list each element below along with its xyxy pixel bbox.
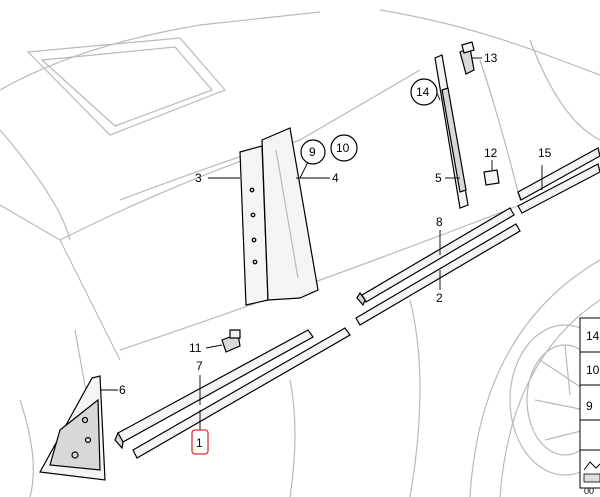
footer-fragment: 00 (584, 486, 594, 496)
car-body-outline (0, 9, 600, 497)
callout-6: 6 (119, 383, 126, 397)
part-12-pad (483, 169, 500, 186)
callouts: 3 4 9 10 14 13 12 15 5 8 2 11 7 6 1 (119, 51, 552, 455)
callout-5: 5 (435, 171, 442, 185)
callout-1: 1 (196, 436, 203, 450)
side-index-panel: 14 10 9 00 (579, 317, 600, 496)
leader-lines (100, 57, 543, 430)
callout-8: 8 (436, 215, 443, 229)
side-panel-row-1: 14 (586, 329, 600, 343)
part-2-rear-trim (355, 223, 521, 326)
callout-7: 7 (196, 359, 203, 373)
part-4-pillar-trim (261, 127, 319, 301)
callout-10: 10 (336, 141, 350, 155)
callout-11: 11 (189, 341, 202, 355)
part-15-quarter-trim (517, 147, 600, 214)
callout-13: 13 (484, 51, 498, 65)
part-3-pillar-cover (239, 145, 269, 306)
callout-4: 4 (332, 171, 339, 185)
side-panel-profile-icon (583, 461, 600, 471)
part-11-clip (221, 329, 241, 353)
side-panel-row-2: 10 (586, 363, 600, 377)
callout-15: 15 (538, 146, 552, 160)
side-panel-row-3: 9 (586, 399, 593, 413)
callout-12: 12 (484, 146, 498, 160)
callout-14: 14 (416, 85, 430, 99)
part-8-rear-seal (356, 207, 515, 307)
callout-9: 9 (309, 145, 316, 159)
part-14-frame-strip (434, 54, 469, 209)
callout-3: 3 (195, 171, 202, 185)
callout-2: 2 (436, 291, 443, 305)
part-1-trim-strip (132, 327, 351, 459)
part-7-window-seal (114, 329, 314, 450)
part-13-clip (459, 41, 475, 75)
part-6-mirror-cover (39, 375, 106, 481)
